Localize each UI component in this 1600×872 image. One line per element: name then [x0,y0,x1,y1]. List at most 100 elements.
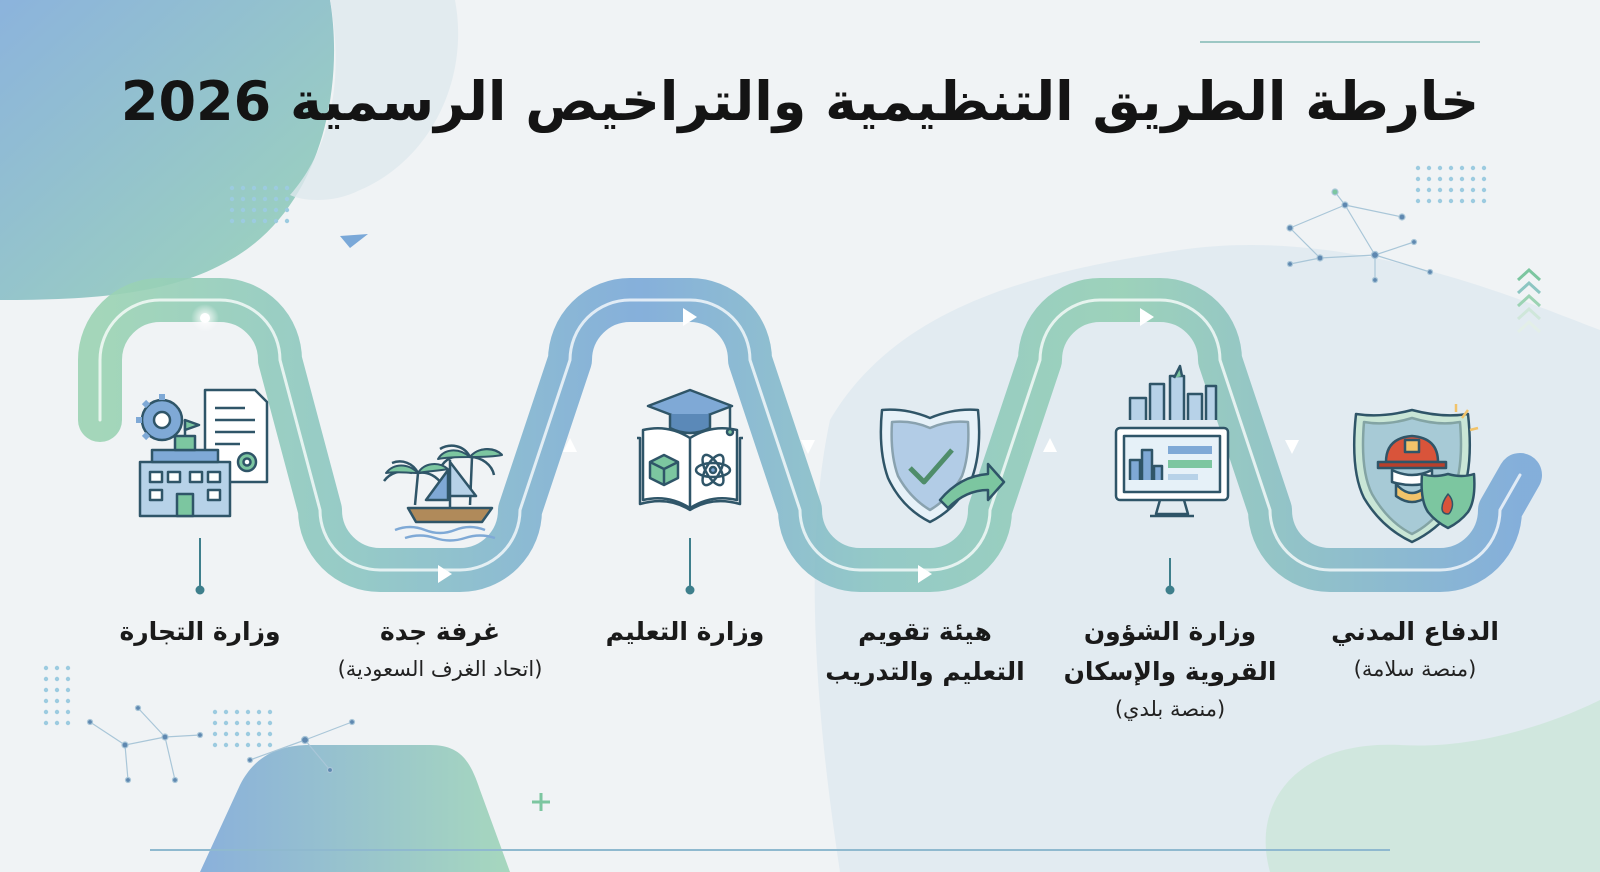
civil-defense-icon [1352,404,1479,544]
step-label-jeddah-chamber: غرفة جدة (اتحاد الغرف السعودية) [310,612,570,686]
dot [240,207,246,213]
dot [1437,198,1443,204]
dot [251,218,257,224]
dot [212,720,218,726]
step-name: غرفة جدة [379,617,501,646]
dot [43,687,49,693]
dot [1415,187,1421,193]
dot [43,698,49,704]
dot [1470,198,1476,204]
dot [1426,165,1432,171]
dot [262,218,268,224]
step-name-line-1: وزارة الشؤون [1083,617,1257,646]
dot [256,731,262,737]
bottom-left-blob [200,745,510,872]
page-title: خارطة الطريق التنظيمية والتراخيص الرسمية… [120,70,1480,133]
dot [251,207,257,213]
dot [54,676,60,682]
step-label-commerce: وزارة التجارة [70,612,330,652]
dot [267,720,273,726]
dot-grids [43,165,1487,748]
dot [251,185,257,191]
dot [284,207,290,213]
dot [1415,165,1421,171]
dot [256,742,262,748]
dot [1426,198,1432,204]
step-name: وزارة التجارة [119,617,281,646]
step-name-line-2: القروية والإسكان [1063,657,1277,686]
dot [284,196,290,202]
dot [223,720,229,726]
step-subtitle: (منصة بلدي) [1114,697,1226,721]
dot [240,218,246,224]
dot [240,196,246,202]
dot [223,742,229,748]
dot [54,687,60,693]
network-bottom-left [86,704,356,784]
dot [1470,165,1476,171]
dot [43,676,49,682]
dot [245,731,251,737]
dot [1426,187,1432,193]
dot [234,709,240,715]
municipal-housing-icon [1114,364,1230,518]
step-subtitle: (اتحاد الغرف السعودية) [337,657,543,681]
dot [1437,165,1443,171]
dot [267,731,273,737]
dot [1481,187,1487,193]
dot [1415,198,1421,204]
step-name: وزارة التعليم [605,617,765,646]
dot [229,218,235,224]
dot [223,709,229,715]
step-name-line-2: التعليم والتدريب [825,657,1025,686]
step-name: الدفاع المدني [1331,617,1499,646]
step-label-evaluation-commission: هيئة تقويم التعليم والتدريب [795,612,1055,692]
dot [1437,187,1443,193]
dot [1459,187,1465,193]
step-subtitle: (منصة سلامة) [1353,657,1477,681]
dot [273,185,279,191]
dot [256,720,262,726]
dot [65,676,71,682]
dot [1448,187,1454,193]
dot [262,196,268,202]
dot [251,196,257,202]
dot [65,698,71,704]
roadmap-path [78,278,1542,592]
ministry-of-commerce-icon [136,388,269,518]
dot [234,742,240,748]
dot [267,742,273,748]
dot [212,742,218,748]
dot [229,207,235,213]
direction-arrows [438,308,1299,583]
jeddah-chamber-icon [383,444,503,542]
dot [1415,176,1421,182]
dot [245,720,251,726]
dot [1481,165,1487,171]
dot [262,207,268,213]
chevron-stack-icon [1516,267,1542,334]
dot [273,207,279,213]
education-training-evaluation-icon [879,408,1006,524]
dot [267,709,273,715]
dot [65,687,71,693]
dot [273,196,279,202]
dot [273,218,279,224]
dot [1459,176,1465,182]
dot [240,185,246,191]
dot [284,218,290,224]
dot [234,731,240,737]
dot [1470,176,1476,182]
step-name-line-1: هيئة تقويم [858,617,992,646]
dot [54,698,60,704]
dot [1426,176,1432,182]
dot [1470,187,1476,193]
dot [54,709,60,715]
plus-sign [532,793,550,811]
small-triangle [340,234,368,248]
dot [229,196,235,202]
dot [43,709,49,715]
step-label-civil-defense: الدفاع المدني (منصة سلامة) [1285,612,1545,686]
dot [54,720,60,726]
